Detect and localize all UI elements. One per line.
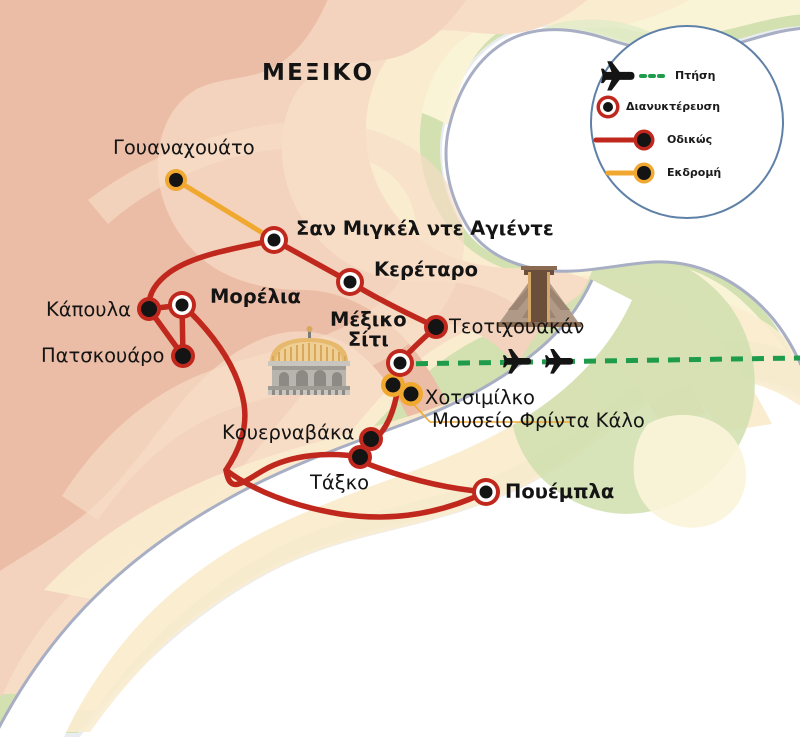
legend-icon-road-marker	[633, 129, 655, 151]
marker-san-miguel[interactable]	[260, 226, 288, 254]
marker-queretaro[interactable]	[336, 268, 364, 296]
airplane-icon	[545, 349, 574, 374]
coast-stroke-sw	[0, 279, 594, 729]
road-taxco-west	[223, 451, 363, 488]
road-morelia-cuernavaca	[187, 309, 248, 473]
legend-icon-excursion-marker	[633, 162, 655, 184]
road-sanmiguel-queretaro	[271, 237, 353, 285]
country-label: ΜΕΞΙΚΟ	[262, 60, 375, 86]
airplane-icon	[503, 349, 532, 374]
city-label-xochimilco: Χοτσιμίλκο	[425, 386, 535, 409]
city-label-mexico-city-line1: Μέξικο	[330, 308, 407, 331]
marker-morelia[interactable]	[168, 291, 196, 319]
city-label-guanajuato: Γουαναχουάτο	[113, 136, 255, 159]
marker-taxco[interactable]	[348, 445, 372, 469]
city-markers	[137, 169, 500, 506]
city-label-queretaro: Κερέταρο	[374, 258, 478, 281]
city-label-mexico-city-line2: Σίτι	[347, 327, 389, 351]
city-label-san-miguel: Σαν Μιγκέλ ντε Αγιέντε	[296, 217, 554, 240]
marker-capula[interactable]	[137, 297, 161, 321]
city-label-patzcuaro: Πατσκουάρο	[41, 344, 165, 367]
marker-mexico-city[interactable]	[386, 349, 414, 377]
palacio-bellas-artes-icon	[268, 326, 350, 395]
legend-icon-overnight-marker	[596, 95, 620, 119]
legend-label-flight: Πτήση	[675, 69, 716, 82]
road-taxco-puebla	[360, 459, 489, 495]
city-label-morelia: Μορέλια	[210, 285, 301, 308]
legend-icon-airplane	[601, 61, 635, 91]
city-label-cuernavaca: Κουερναβάκα	[222, 421, 355, 444]
flight-route-line	[394, 355, 800, 367]
marker-frida-museum[interactable]	[399, 382, 423, 406]
legend-label-excursion: Εκδρομή	[667, 166, 722, 179]
road-sanmiguel-capula	[146, 237, 277, 312]
excursion-route-guanajuato	[173, 177, 277, 243]
city-label-teotihuacan: Τεοτιχουακάν	[449, 315, 585, 338]
teotihuacan-pyramid-icon	[497, 266, 581, 327]
legend-label-road: Οδικώς	[667, 133, 713, 146]
marker-guanajuato[interactable]	[165, 169, 187, 191]
city-label-frida-museum: Μουσείο Φρίντα Κάλο	[432, 409, 645, 432]
legend-circle-border	[590, 25, 784, 219]
marker-teotihuacan[interactable]	[424, 315, 448, 339]
marker-patzcuaro[interactable]	[171, 344, 195, 368]
legend-label-overnight: Διανυκτέρευση	[626, 100, 721, 113]
city-label-capula: Κάπουλα	[46, 298, 131, 321]
city-label-mexico-city: Μέξικο Σίτι	[330, 310, 407, 350]
marker-cuernavaca[interactable]	[359, 427, 383, 451]
marker-xochimilco[interactable]	[381, 373, 405, 397]
city-label-taxco: Τάξκο	[310, 471, 370, 494]
marker-puebla[interactable]	[472, 478, 500, 506]
road-puebla-taxco-south	[223, 467, 489, 520]
city-label-puebla: Πουέμπλα	[505, 480, 615, 503]
